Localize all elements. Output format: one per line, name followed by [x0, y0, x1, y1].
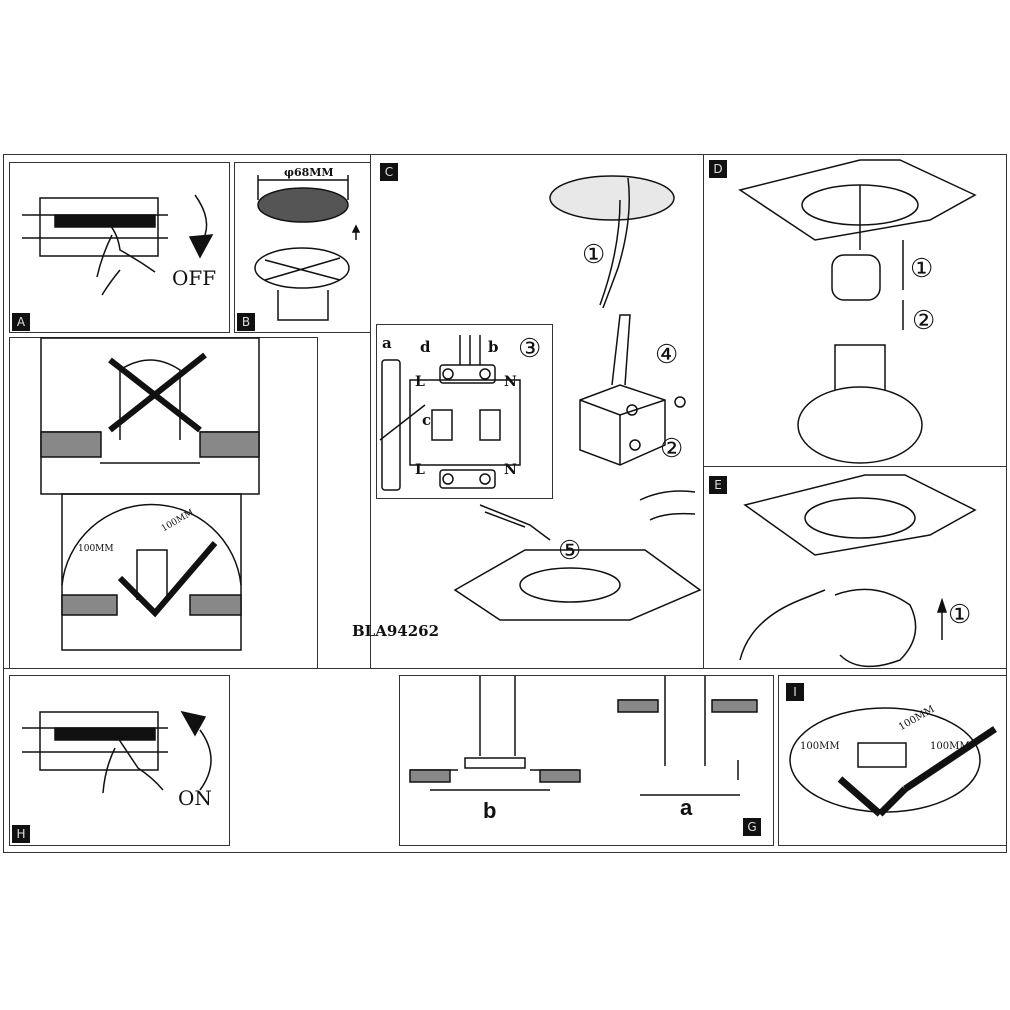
off-text: OFF [172, 266, 217, 290]
panel-a-label: A [12, 313, 30, 331]
panel-c-label: C [380, 163, 398, 181]
panel-i [778, 675, 1007, 846]
sub-label-b: b [483, 798, 497, 823]
panel-g-label: G [743, 818, 761, 836]
d-step-1: ① [910, 254, 934, 284]
terminal-n-top: N [504, 374, 517, 390]
on-text: ON [178, 786, 212, 810]
wire-label-b: b [488, 338, 499, 356]
breaker-panel-off [22, 194, 214, 296]
step-4: ④ [655, 340, 679, 370]
wire-label-c: c [422, 411, 432, 429]
spring-clip-illustration [409, 676, 758, 796]
clearance-right: 100MM [930, 741, 970, 752]
clearance-diagram [789, 707, 997, 817]
panel-b-label: B [237, 313, 255, 331]
sub-label-a: a [680, 795, 693, 820]
panel-i-label: I [786, 683, 804, 701]
placement-wrong [40, 337, 260, 495]
step-1: ① [582, 240, 606, 270]
junction-box-illustration [453, 175, 702, 621]
panel-g [399, 675, 774, 846]
clearance-left: 100MM [800, 741, 840, 752]
wire-label-d: d [420, 338, 431, 356]
wire-label-a: a [382, 334, 392, 352]
terminal-l-bottom: L [415, 462, 425, 478]
model-code: BLA94262 [352, 622, 440, 640]
step-5: ⑤ [558, 536, 582, 566]
terminal-block [379, 335, 521, 491]
d-step-2: ② [912, 306, 936, 336]
step-3: ③ [518, 334, 542, 364]
cutout-diagram [254, 175, 361, 321]
step-2: ② [660, 434, 684, 464]
panel-h [9, 675, 230, 846]
panel-h-label: H [12, 825, 30, 843]
panel-c-wiring-detail [376, 324, 553, 499]
bottom-divider [3, 668, 1007, 669]
panel-a [9, 162, 230, 333]
panel-d-label: D [709, 160, 727, 178]
diameter-text: φ68MM [284, 166, 334, 179]
lens-remove-illustration [739, 474, 977, 668]
clearance-placement-left: 100MM [78, 544, 114, 554]
panel-e-label: E [709, 476, 727, 494]
placement-correct [61, 493, 242, 651]
breaker-panel-on [22, 710, 212, 794]
e-step-1: ① [948, 600, 972, 630]
terminal-l-top: L [415, 374, 425, 390]
terminal-n-bottom: N [504, 462, 517, 478]
lamp-replace-illustration [738, 159, 977, 464]
